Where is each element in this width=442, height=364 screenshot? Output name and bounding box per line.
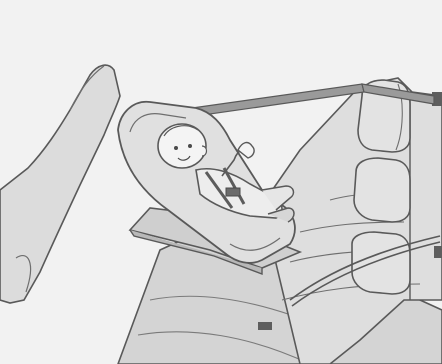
baby-head: [158, 124, 206, 168]
rear-headrest-middle: [354, 158, 410, 222]
rear-headrest-lower: [352, 232, 410, 294]
side-anchor: [434, 246, 442, 258]
lower-anchor-bracket: [258, 322, 272, 330]
harness-buckle: [226, 188, 240, 196]
front-seat-backrest: [0, 65, 120, 303]
